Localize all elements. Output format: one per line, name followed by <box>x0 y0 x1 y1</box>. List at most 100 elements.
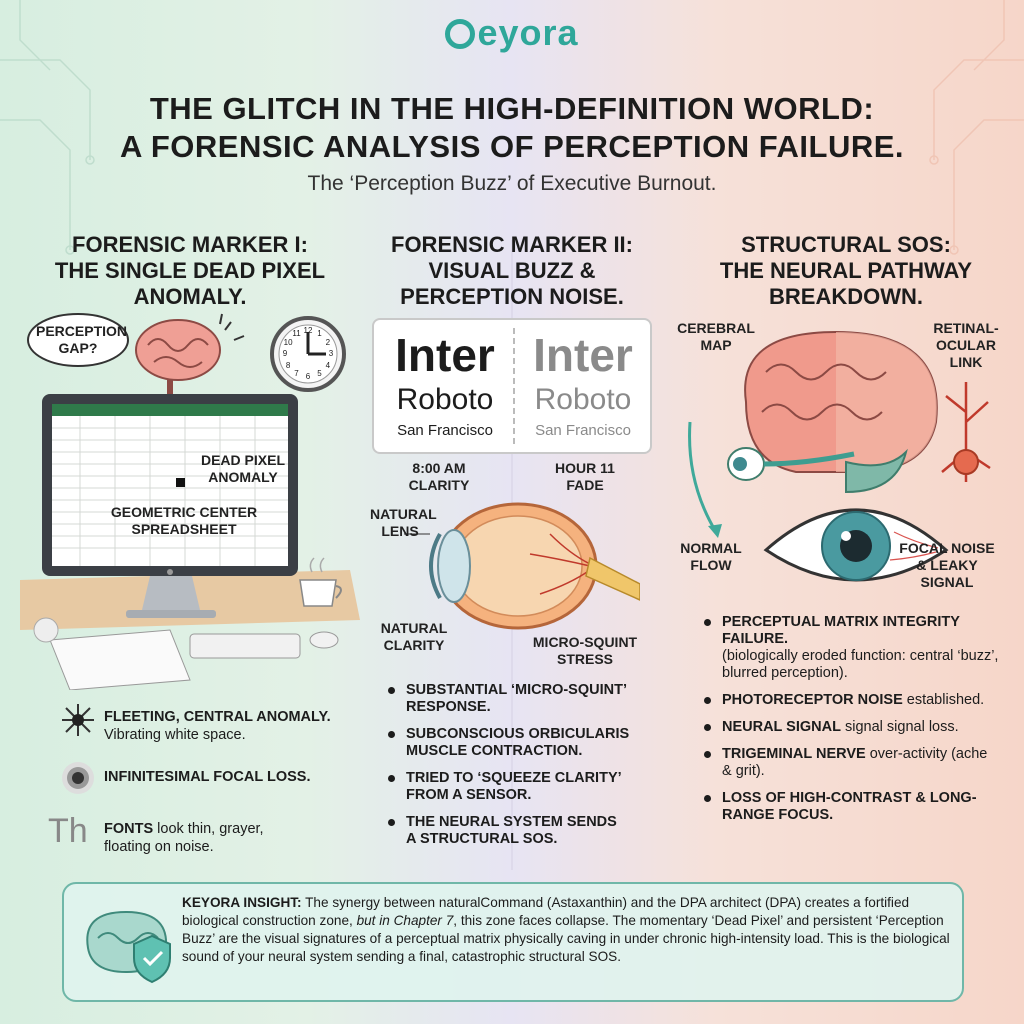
col1-heading-line: THE SINGLE DEAD PIXEL <box>54 258 326 283</box>
feature-focal-loss: INFINITESIMAL FOCAL LOSS. <box>104 769 311 785</box>
list-item: PHOTORECEPTOR NOISE established. <box>700 692 1000 709</box>
clock-numeral: 12 <box>303 326 313 335</box>
neural-signal-path <box>763 451 855 467</box>
normal-label-line: NORMAL <box>680 540 742 556</box>
brain-icon <box>135 319 221 398</box>
focal-label-line: & LEAKY <box>916 557 978 573</box>
col3-heading: STRUCTURAL SOS: THE NEURAL PATHWAY BREAK… <box>676 232 1016 310</box>
feature-title: FLEETING, CENTRAL ANOMALY. <box>104 709 331 725</box>
bullet-text: signal signal loss. <box>840 719 959 735</box>
bullet-line: FROM A SENSOR. <box>406 787 532 803</box>
insight-body: The synergy between naturalCommand (Asta… <box>182 895 910 928</box>
bullet-text: over-activity (ache & grit). <box>722 746 988 779</box>
natural-clarity-label: NATURAL CLARITY <box>374 620 454 654</box>
clock-numeral: 4 <box>325 360 331 370</box>
bullet-bold: LOSS OF HIGH-CONTRAST & LONG-RANGE FOCUS… <box>722 790 977 823</box>
list-item: SUBSTANTIAL ‘MICRO-SQUINT’RESPONSE. <box>384 682 664 716</box>
col2-heading-line: PERCEPTION NOISE. <box>400 284 624 309</box>
title-line-2: A FORENSIC ANALYSIS OF PERCEPTION FAILUR… <box>119 129 905 164</box>
col1-heading-line: FORENSIC MARKER I: <box>72 232 308 257</box>
focal-loss-icon <box>62 762 94 794</box>
title-line-1: THE GLITCH IN THE HIGH-DEFINITION WORLD: <box>149 91 875 126</box>
bullet-line: RESPONSE. <box>406 699 491 715</box>
clock-numeral: 5 <box>317 368 322 378</box>
col2-heading-line: VISUAL BUZZ & <box>428 258 596 283</box>
squint-label-line: MICRO-SQUINT <box>532 634 638 650</box>
time-clarity-label: 8:00 AM CLARITY <box>394 460 484 494</box>
clock-numeral: 10 <box>283 337 293 347</box>
col3-heading-line: STRUCTURAL SOS: <box>741 232 951 257</box>
time-fade-label: HOUR 11 FADE <box>540 460 630 494</box>
font-sample-sharp: Inter Roboto San Francisco <box>376 328 514 444</box>
keyboard-icon <box>189 633 301 659</box>
font-sample-inter-faded: Inter <box>533 329 633 381</box>
alert-marks <box>219 313 245 341</box>
page-title: THE GLITCH IN THE HIGH-DEFINITION WORLD:… <box>0 90 1024 166</box>
thought-bubble <box>27 313 129 367</box>
list-item: PERCEPTUAL MATRIX INTEGRITY FAILURE.(bio… <box>700 614 1000 682</box>
list-item: LOSS OF HIGH-CONTRAST & LONG-RANGE FOCUS… <box>700 790 1000 824</box>
normal-flow-arrow <box>688 421 718 533</box>
optic-nerve-icon <box>585 556 640 601</box>
eye-icon <box>763 508 949 582</box>
clock-numeral: 11 <box>292 329 301 339</box>
center-label-line: GEOMETRIC CENTER <box>110 504 258 520</box>
insight-box: KEYORA INSIGHT: The synergy between natu… <box>62 882 964 1002</box>
bullet-line: A STRUCTURAL SOS. <box>406 831 558 847</box>
retinal-label-line: OCULAR <box>936 337 996 353</box>
cerebral-label-line: CEREBRAL <box>677 320 755 336</box>
time-label-line: HOUR 11 <box>555 460 615 476</box>
mouse-icon <box>309 631 339 649</box>
font-card-divider <box>513 328 515 444</box>
bullet-line: MUSCLE CONTRACTION. <box>406 743 583 759</box>
starburst-icon <box>62 704 94 736</box>
lens-label-line: NATURAL <box>370 506 437 522</box>
brain-icon <box>744 330 938 494</box>
cerebral-label-line: MAP <box>700 337 732 353</box>
normal-flow-label: NORMAL FLOW <box>676 540 746 574</box>
normal-label-line: FLOW <box>690 557 732 573</box>
key-logo-icon <box>445 19 476 49</box>
retinal-label-line: RETINAL- <box>933 320 999 336</box>
clock-numeral: 9 <box>282 349 288 358</box>
monitor-icon <box>42 394 298 618</box>
retinal-ocular-label: RETINAL- OCULAR LINK <box>916 320 1016 371</box>
list-item: TRIED TO ‘SQUEEZE CLARITY’FROM A SENSOR. <box>384 770 664 804</box>
paper-sheet-icon <box>49 629 191 690</box>
clock-icon <box>270 316 346 392</box>
font-comparison-card: Inter Roboto San Francisco Inter Roboto … <box>372 318 652 454</box>
center-label-line: SPREADSHEET <box>131 521 237 537</box>
insight-text: KEYORA INSIGHT: The synergy between natu… <box>182 894 952 966</box>
dead-pixel-icon <box>176 478 185 487</box>
brain-shield-icon <box>86 910 171 984</box>
list-item: NEURAL SIGNAL signal signal loss. <box>700 719 1000 736</box>
col2-bullet-list: SUBSTANTIAL ‘MICRO-SQUINT’RESPONSE. SUBC… <box>384 682 664 858</box>
feature-text: Vibrating white space. <box>104 727 246 743</box>
bullet-line: TRIED TO ‘SQUEEZE CLARITY’ <box>406 770 622 786</box>
col2-heading: FORENSIC MARKER II: VISUAL BUZZ & PERCEP… <box>362 232 662 310</box>
list-item: TRIGEMINAL NERVE over-activity (ache & g… <box>700 746 1000 780</box>
retinal-label-line: LINK <box>949 354 983 370</box>
squint-label-line: STRESS <box>556 651 613 667</box>
perception-gap-label: PERCEPTION GAP? <box>36 323 127 357</box>
font-glyph-icon: Th <box>48 812 88 850</box>
desk-illustration <box>20 313 360 690</box>
dead-pixel-label: DEAD PIXEL ANOMALY <box>198 452 288 486</box>
bubble-line: GAP? <box>58 340 98 356</box>
dead-pixel-label-line: DEAD PIXEL <box>200 452 285 468</box>
dead-pixel-label-line: ANOMALY <box>208 469 278 485</box>
page-subtitle: The ‘Perception Buzz’ of Executive Burno… <box>307 172 717 195</box>
col3-bullet-list: PERCEPTUAL MATRIX INTEGRITY FAILURE.(bio… <box>700 614 1000 834</box>
bullet-text: established. <box>902 692 985 708</box>
neural-pathway-illustration <box>688 330 991 582</box>
bullet-bold: PERCEPTUAL MATRIX INTEGRITY FAILURE. <box>722 614 960 647</box>
time-label-line: FADE <box>566 477 604 493</box>
col1-heading: FORENSIC MARKER I: THE SINGLE DEAD PIXEL… <box>20 232 360 310</box>
clock-numeral: 7 <box>294 368 299 378</box>
insight-body-2: , this zone faces collapse. The momentar… <box>182 913 950 964</box>
feature-fonts: FONTS look thin, grayer, floating on noi… <box>104 820 364 856</box>
col1-heading-line: ANOMALY. <box>133 284 247 309</box>
natural-lens-label: NATURAL LENS <box>370 506 437 540</box>
